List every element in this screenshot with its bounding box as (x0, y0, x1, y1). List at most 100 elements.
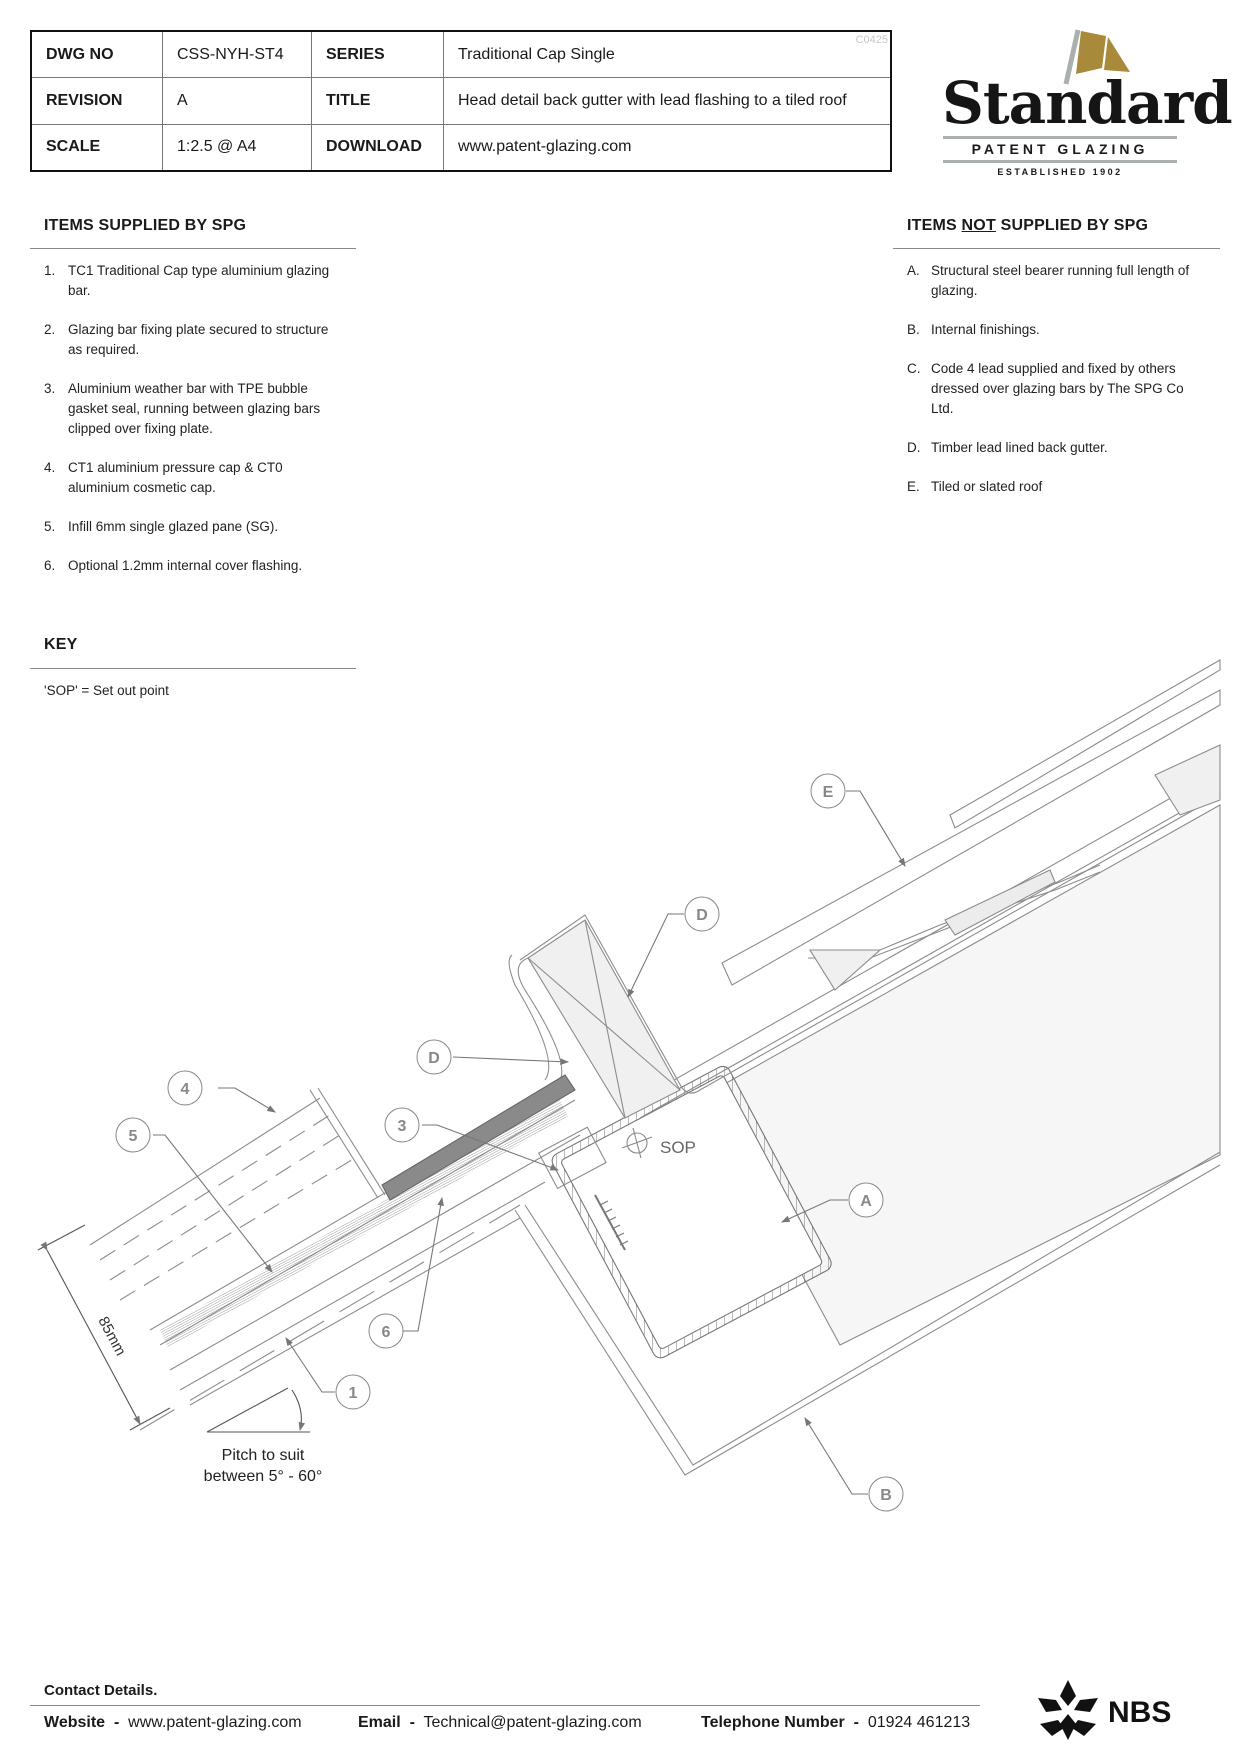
logo-rule-top (943, 136, 1177, 139)
svg-text:3: 3 (398, 1118, 407, 1135)
callout-B: B (868, 1476, 904, 1512)
title-value: Head detail back gutter with lead flashi… (443, 77, 890, 125)
not-supplied-item: B. Internal finishings. (907, 320, 1207, 340)
callout-1: 1 (335, 1374, 371, 1410)
item-text: Timber lead lined back gutter. (931, 440, 1108, 455)
tiled-roof (721, 659, 1221, 991)
revision-label: REVISION (32, 77, 163, 125)
download-link[interactable]: www.patent-glazing.com (443, 123, 890, 170)
callout-4: 4 (167, 1070, 203, 1106)
logo-wordmark: Standard (942, 69, 1233, 137)
not-supplied-item: E. Tiled or slated roof (907, 477, 1207, 497)
item-letter: A. (907, 263, 920, 278)
item-text: Infill 6mm single glazed pane (SG). (68, 519, 279, 534)
download-label: DOWNLOAD (311, 123, 444, 170)
svg-text:1: 1 (349, 1385, 358, 1402)
drawing-code: C0425 (855, 34, 888, 46)
heading-underlined: NOT (961, 217, 996, 234)
key-rule (30, 668, 356, 669)
supplied-list: 1. TC1 Traditional Cap type aluminium gla… (44, 261, 344, 595)
supplied-rule (30, 248, 356, 249)
sop-marker-icon (621, 1127, 653, 1159)
item-text: Internal finishings. (931, 322, 1040, 337)
footer-email: Email - Technical@patent-glazing.com (358, 1714, 642, 1732)
dimension-85mm (37, 1224, 171, 1431)
title-block: C0425 DWG NO CSS-NYH-ST4 SERIES Traditio… (30, 30, 892, 172)
item-number: 5. (44, 519, 56, 534)
separator: - (409, 1714, 415, 1731)
svg-text:5: 5 (129, 1128, 138, 1145)
item-letter: C. (907, 361, 921, 376)
phone-number[interactable]: 01924 461213 (867, 1714, 971, 1731)
not-supplied-item: D. Timber lead lined back gutter. (907, 438, 1207, 458)
not-supplied-rule (893, 248, 1220, 249)
sop-label: SOP (660, 1138, 696, 1157)
standard-patent-glazing-logo: Standard PATENT GLAZING ESTABLISHED 1902 (940, 26, 1233, 177)
logo-established: ESTABLISHED 1902 (997, 167, 1123, 177)
not-supplied-list: A.Structural steel bearer running full l… (907, 261, 1207, 516)
svg-text:E: E (823, 784, 834, 801)
svg-text:B: B (880, 1487, 892, 1504)
item-text: TC1 Traditional Cap type aluminium glazi… (68, 263, 330, 298)
separator: - (113, 1714, 120, 1731)
item-number: 3. (44, 381, 56, 396)
supplied-item: 6.Optional 1.2mm internal cover flashing… (44, 556, 344, 576)
item-text: Tiled or slated roof (931, 479, 1043, 494)
svg-text:6: 6 (382, 1324, 391, 1341)
callout-D-upper: D (684, 896, 720, 932)
item-letter: E. (907, 479, 920, 494)
logo-subline: PATENT GLAZING (971, 141, 1149, 157)
callout-E: E (810, 773, 846, 809)
item-text: Optional 1.2mm internal cover flashing. (68, 558, 303, 573)
item-number: 4. (44, 460, 56, 475)
pressure-cap (381, 1074, 576, 1201)
pitch-label-line1: Pitch to suit (222, 1447, 305, 1464)
supplied-item: 2.Glazing bar fixing plate secured to st… (44, 320, 344, 360)
dwg-no-label: DWG NO (32, 32, 163, 79)
email-link[interactable]: Technical@patent-glazing.com (423, 1714, 642, 1731)
not-supplied-item: C.Code 4 lead supplied and fixed by othe… (907, 359, 1207, 419)
revision-value: A (162, 77, 312, 125)
screw (594, 1194, 629, 1251)
timber-gutter (508, 794, 1221, 1119)
logo-rule-bottom (943, 160, 1177, 163)
svg-text:D: D (696, 907, 708, 924)
heading-part: ITEMS (907, 217, 962, 234)
email-label: Email (358, 1714, 401, 1731)
pitch-label-line2: between 5° - 60° (204, 1468, 323, 1485)
separator: - (853, 1714, 859, 1731)
footer-website: Website - www.patent-glazing.com (44, 1714, 302, 1732)
heading-part: SUPPLIED BY SPG (995, 217, 1149, 234)
callout-D-lower: D (416, 1039, 452, 1075)
scale-label: SCALE (32, 123, 163, 170)
item-letter: B. (907, 322, 920, 337)
website-link[interactable]: www.patent-glazing.com (128, 1714, 302, 1731)
dwg-no-value: CSS-NYH-ST4 (162, 32, 312, 79)
supplied-item: 1. TC1 Traditional Cap type aluminium gla… (44, 261, 344, 301)
flag-icon (1063, 29, 1130, 85)
series-value: Traditional Cap Single (443, 32, 890, 79)
key-heading: KEY (44, 636, 78, 653)
callout-5: 5 (115, 1117, 151, 1153)
item-text: CT1 aluminium pressure cap & CT0 alumini… (68, 460, 283, 495)
series-label: SERIES (311, 32, 444, 79)
title-block-table: DWG NO CSS-NYH-ST4 SERIES Traditional Ca… (32, 32, 890, 170)
supplied-item: 4. CT1 aluminium pressure cap & CT0 alumi… (44, 458, 344, 498)
leader-lines (153, 790, 906, 1495)
not-supplied-item: A.Structural steel bearer running full l… (907, 261, 1207, 301)
pitch-indicator (206, 1387, 310, 1433)
callout-3: 3 (384, 1107, 420, 1143)
supplied-item: 3.Aluminium weather bar with TPE bubble … (44, 379, 344, 439)
callout-A: A (848, 1182, 884, 1218)
glazing-assembly (89, 1074, 629, 1431)
callout-6: 6 (368, 1313, 404, 1349)
footer-rule (30, 1705, 980, 1706)
title-label: TITLE (311, 77, 444, 125)
callout-label: 4 (181, 1081, 190, 1098)
item-letter: D. (907, 440, 921, 455)
item-number: 1. (44, 263, 56, 278)
not-supplied-heading: ITEMS NOT SUPPLIED BY SPG (907, 217, 1148, 235)
nbs-label: NBS (1108, 1696, 1171, 1729)
item-text: Glazing bar fixing plate secured to stru… (68, 322, 329, 357)
key-entry: 'SOP' = Set out point (44, 683, 169, 698)
